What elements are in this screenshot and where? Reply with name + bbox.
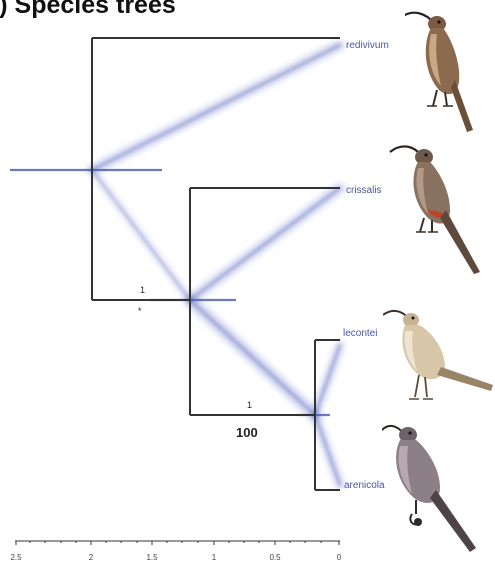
- axis-tick-label: 2.5: [10, 553, 22, 562]
- thrasher-lecontei-icon: [383, 305, 495, 410]
- axis-tick-label: 1.5: [146, 553, 158, 562]
- taxon-label-redivivum: redivivum: [346, 40, 389, 51]
- thrasher-redivivum-icon: [405, 2, 495, 137]
- taxon-label-crissalis: crissalis: [346, 185, 382, 196]
- support-crissalis-node: 1: [247, 400, 252, 410]
- densitree-cloud: [10, 45, 340, 485]
- time-axis: 2.5 2 1.5 1 0.5 0: [10, 541, 341, 562]
- support-root-left: 1: [140, 285, 145, 295]
- axis-tick-label: 2: [89, 553, 94, 562]
- axis-tick-label: 1: [212, 553, 217, 562]
- support-lecontei-arenicola: 100: [236, 425, 258, 440]
- thrasher-crissalis-icon: [388, 140, 493, 280]
- taxon-label-arenicola: arenicola: [344, 480, 385, 491]
- thrasher-arenicola-icon: [382, 418, 494, 553]
- taxon-label-lecontei: lecontei: [343, 328, 377, 339]
- axis-tick-label: 0.5: [269, 553, 281, 562]
- axis-tick-label: 0: [337, 553, 342, 562]
- support-root-left-mark: *: [138, 306, 142, 316]
